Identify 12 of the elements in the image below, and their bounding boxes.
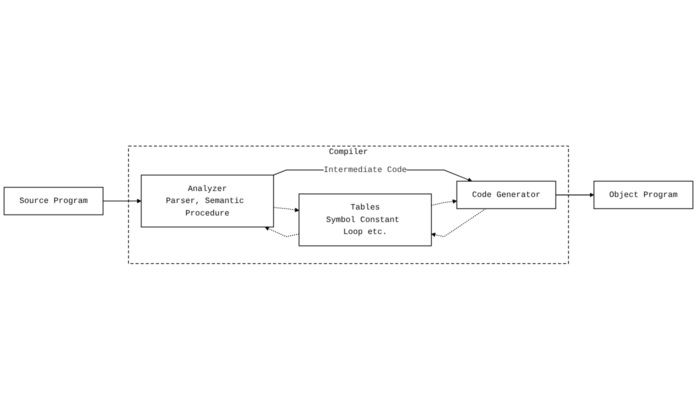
arrow (431, 208, 486, 237)
arrow (102, 198, 142, 203)
arrow (555, 192, 594, 197)
arrow (264, 226, 300, 237)
node-box: Source Program (4, 186, 104, 215)
node-box: Analyzer Parser, Semantic Procedure (140, 174, 274, 228)
node-box: Object Program (594, 180, 694, 209)
node-box: Tables Symbol Constant Loop etc. (298, 193, 432, 246)
arrow (430, 198, 457, 206)
arrow (273, 206, 300, 212)
edge-label: Intermediate Code (324, 165, 407, 174)
node-box: Code Generator (456, 180, 556, 209)
